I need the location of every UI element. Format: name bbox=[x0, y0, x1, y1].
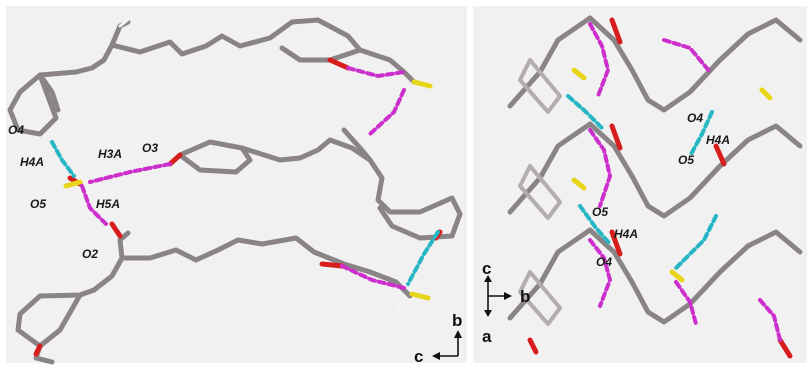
oxygen-atom bbox=[319, 261, 345, 269]
atom-label-o4-bottom: O4 bbox=[596, 255, 612, 269]
bottom-skeleton bbox=[15, 230, 131, 349]
oxygen-atom bbox=[327, 57, 351, 71]
layer-ring bbox=[518, 270, 562, 326]
right-molecular-layers bbox=[507, 15, 803, 359]
axis-b-arrowhead bbox=[454, 330, 462, 338]
axis-label-c: c bbox=[482, 259, 491, 278]
oxygen-atom bbox=[109, 221, 123, 239]
oxygen-atom bbox=[609, 123, 623, 151]
atom-label-h5a: H5A bbox=[96, 197, 120, 211]
atom-label-o4: O4 bbox=[8, 123, 24, 137]
sulfur-atom bbox=[411, 79, 433, 89]
sulfur-atom bbox=[571, 67, 587, 81]
middle-chain bbox=[239, 137, 463, 241]
hydrogen-bond bbox=[588, 128, 612, 208]
oxygen-atom bbox=[609, 17, 623, 45]
atom-label-o3: O3 bbox=[142, 141, 158, 155]
top-methoxy bbox=[357, 47, 417, 85]
hydrogen-bond bbox=[88, 162, 172, 184]
right-axis-indicator: c b a bbox=[482, 259, 530, 346]
layer-ring bbox=[518, 164, 562, 220]
middle-ring bbox=[177, 139, 253, 175]
layer-zigzag bbox=[507, 15, 803, 113]
hydrogen-bond bbox=[50, 140, 76, 178]
axis-b-arrowhead bbox=[504, 292, 512, 300]
sulfur-atom bbox=[759, 87, 773, 101]
bottom-chain bbox=[119, 235, 413, 299]
atom-label-o2: O2 bbox=[82, 247, 98, 261]
axis-label-b: b bbox=[452, 311, 462, 330]
hydrogen-bond bbox=[406, 230, 440, 286]
hydrogen-bond bbox=[368, 88, 406, 136]
sulfur-atom bbox=[409, 291, 431, 301]
hydrogen-bond bbox=[674, 280, 698, 326]
hydrogen-bond bbox=[578, 204, 612, 246]
atom-label-h4a-bottom: H4A bbox=[614, 227, 638, 241]
atom-label-o5-top: O5 bbox=[678, 153, 694, 167]
axis-a-arrowhead bbox=[484, 310, 492, 317]
sulfur-atom bbox=[571, 177, 587, 191]
axis-label-b: b bbox=[520, 287, 530, 306]
top-chain bbox=[109, 17, 363, 63]
atom-label-h4a: H4A bbox=[20, 155, 44, 169]
oxygen-atom bbox=[777, 337, 793, 359]
hydrogen-atom bbox=[394, 298, 402, 314]
atom-label-h4a-top: H4A bbox=[706, 133, 730, 147]
hydrogen-bond bbox=[758, 298, 782, 342]
layer-zigzag bbox=[507, 121, 803, 219]
hydrogen-bond bbox=[80, 184, 110, 228]
hydrogen-bond bbox=[674, 214, 718, 270]
hydrogen-bond bbox=[340, 264, 406, 290]
sulfur-atom bbox=[669, 269, 685, 283]
hydrogen-bond bbox=[588, 238, 612, 308]
hydrogen-bond bbox=[346, 66, 406, 78]
atom-label-o5-bottom: O5 bbox=[592, 205, 608, 219]
hydrogen-bond bbox=[588, 22, 610, 98]
axis-label-c: c bbox=[414, 347, 423, 366]
atom-label-h3a: H3A bbox=[98, 147, 122, 161]
oxygen-atom bbox=[33, 343, 43, 357]
atom-label-o5: O5 bbox=[30, 197, 46, 211]
hydrogen-atom bbox=[118, 16, 132, 28]
oxygen-atom bbox=[713, 143, 727, 167]
axis-label-a: a bbox=[482, 327, 492, 346]
hydrogen-bond bbox=[662, 38, 712, 74]
atom-label-o4-top: O4 bbox=[687, 111, 703, 125]
hydrogen-bond bbox=[566, 94, 606, 132]
sulfur-atom bbox=[63, 179, 83, 189]
oxygen-atom bbox=[167, 152, 183, 167]
axis-c-arrowhead bbox=[432, 352, 440, 360]
axis-c-arrowhead bbox=[484, 275, 492, 282]
oxygen-atom bbox=[609, 229, 623, 257]
middle-link bbox=[341, 127, 373, 163]
right-panel bbox=[473, 6, 807, 363]
left-molecular-chain bbox=[7, 16, 463, 365]
oxygen-atom bbox=[527, 337, 539, 355]
layer-zigzag bbox=[507, 227, 803, 325]
layer-ring bbox=[518, 58, 562, 114]
hydrogen-bond bbox=[688, 110, 714, 158]
top-molecule-skeleton bbox=[7, 19, 131, 137]
left-axis-indicator: b c bbox=[414, 311, 462, 366]
